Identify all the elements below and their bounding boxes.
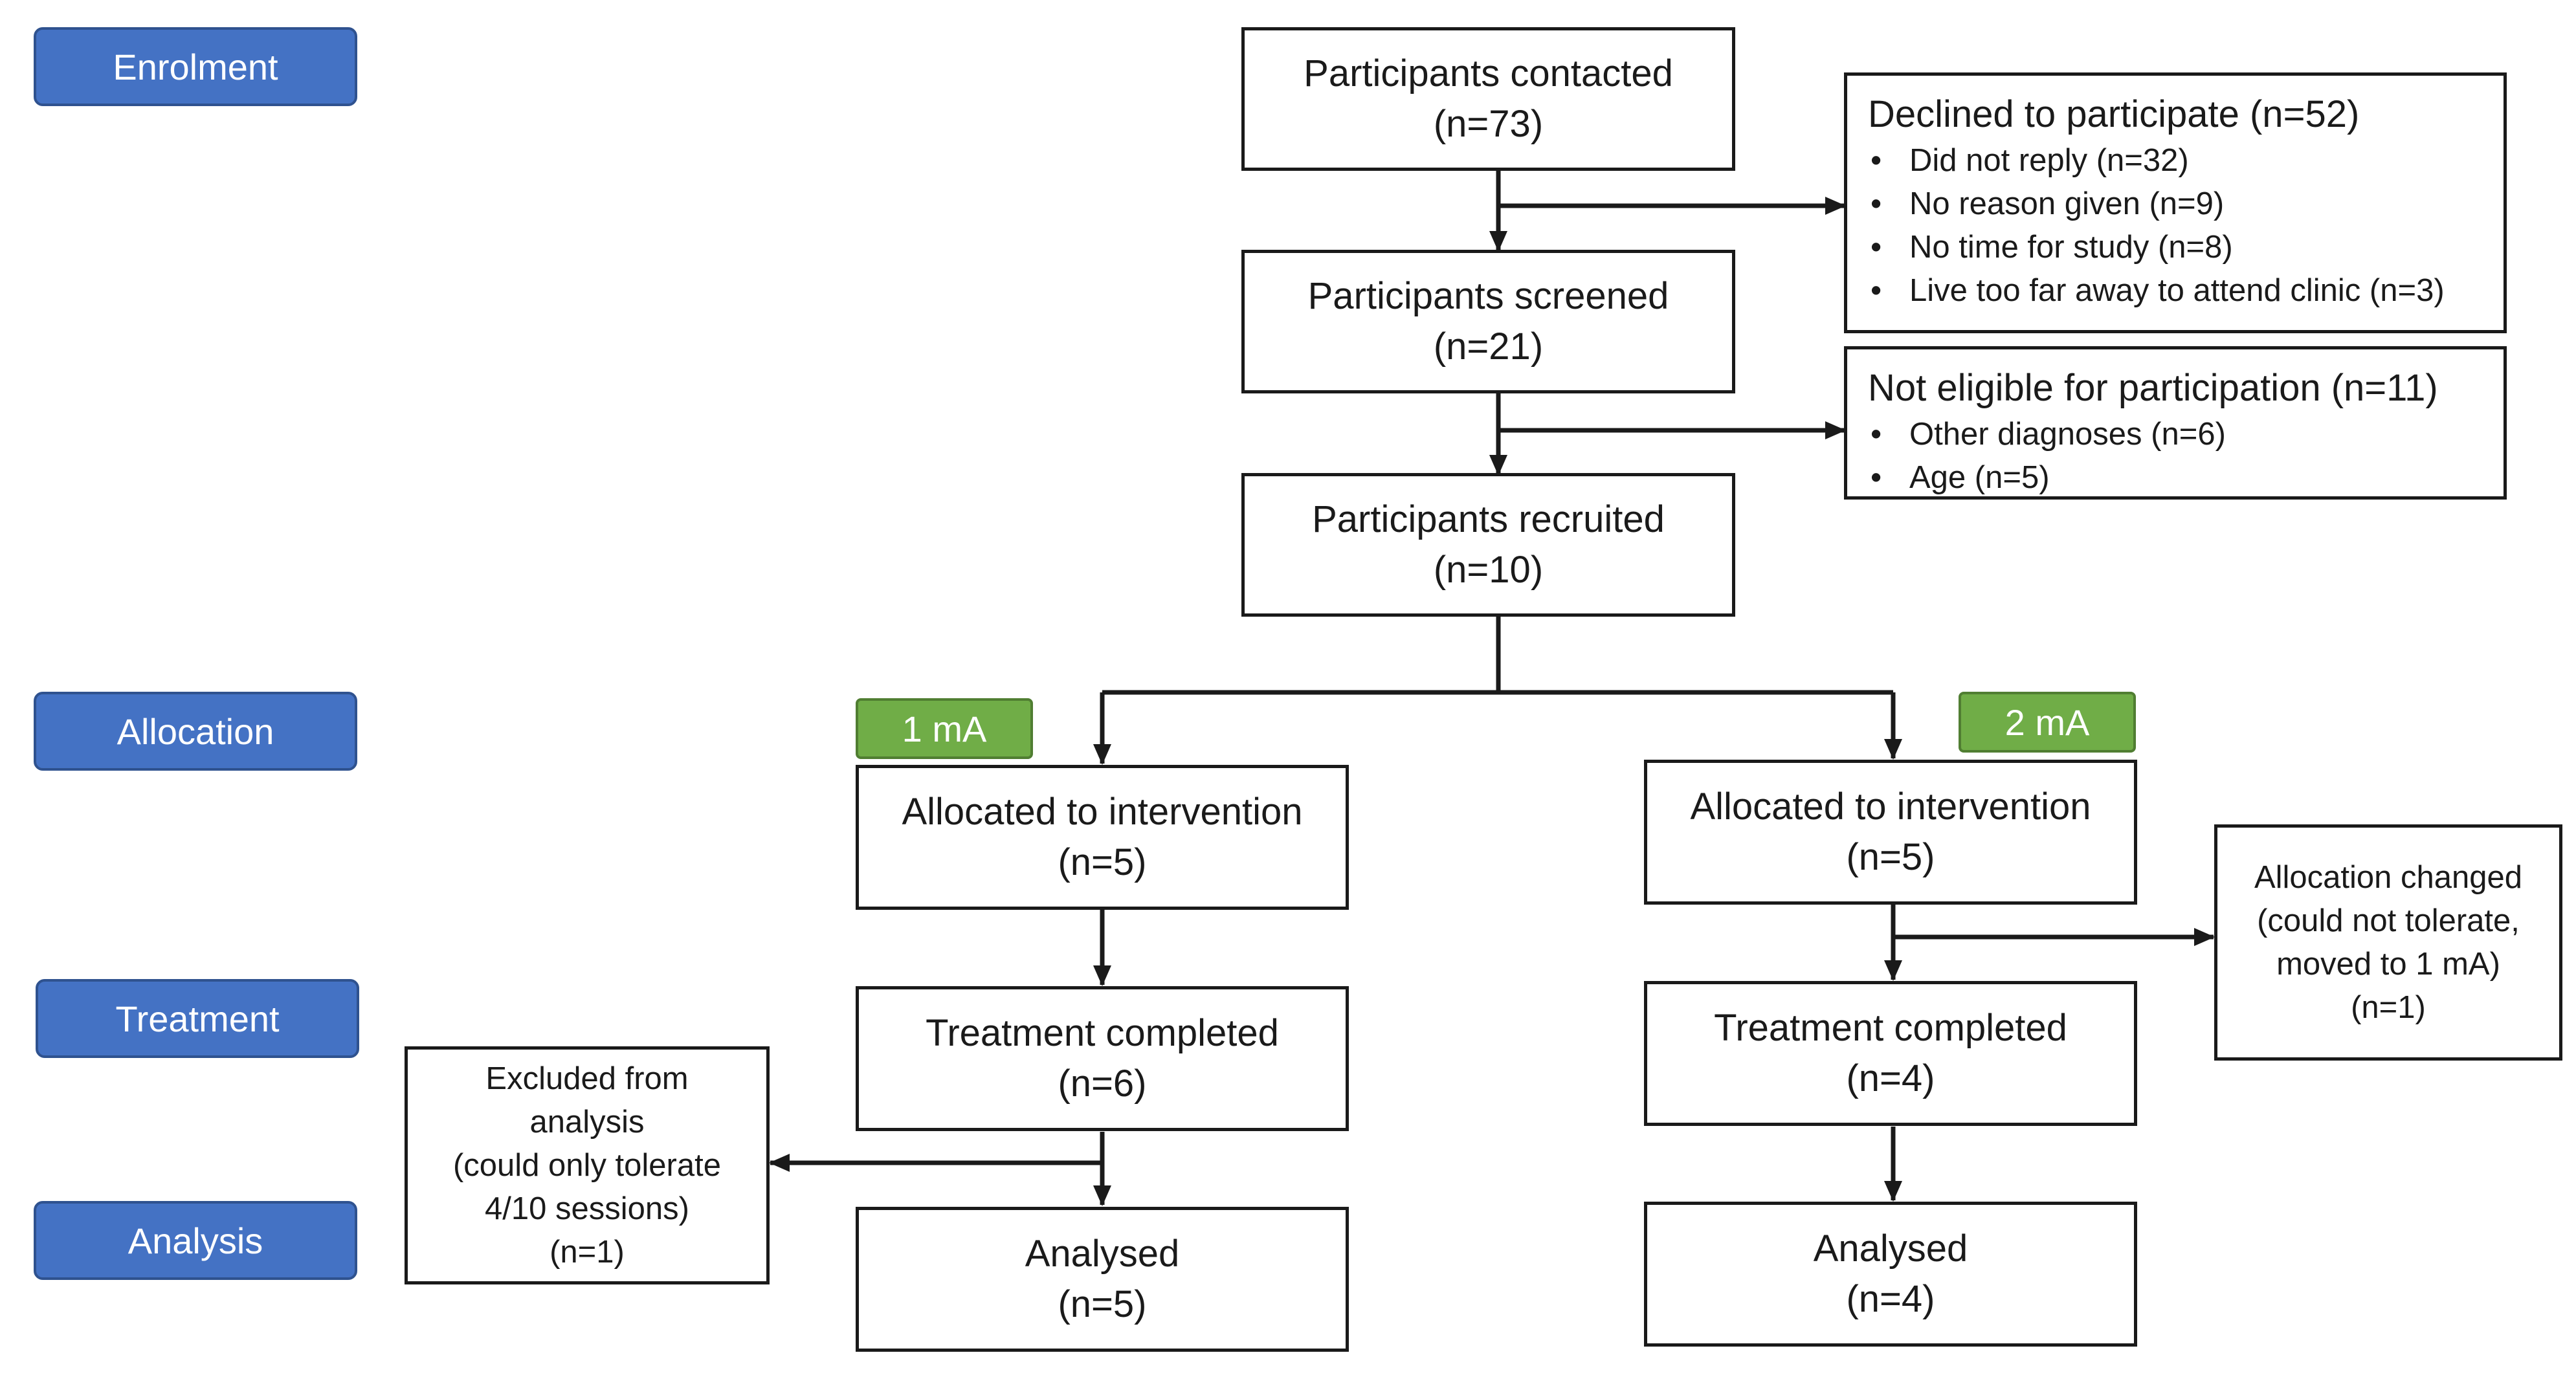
arm-2ma-treatment-box: Treatment completed (n=4) (1644, 981, 2137, 1126)
excluded-line: analysis (529, 1104, 645, 1140)
screened-count: (n=21) (1433, 325, 1544, 368)
dose-label-1ma: 1 mA (856, 698, 1033, 759)
allocation-changed-line: moved to 1 mA) (2276, 946, 2500, 982)
participants-screened-box: Participants screened (n=21) (1241, 250, 1735, 393)
not-eligible-heading: Not eligible for participation (n=11) (1868, 367, 2438, 409)
list-item: No reason given (n=9) (1868, 182, 2445, 226)
arm-2ma-allocated-title: Allocated to intervention (1690, 786, 2091, 828)
stage-label-allocation: Allocation (34, 692, 357, 771)
arm-2ma-treatment-count: (n=4) (1846, 1057, 1935, 1099)
arm-1ma-analysed-title: Analysed (1025, 1233, 1180, 1275)
allocation-changed-box: Allocation changed (could not tolerate, … (2214, 824, 2562, 1061)
arm-2ma-allocated-box: Allocated to intervention (n=5) (1644, 760, 2137, 905)
arm-1ma-treatment-title: Treatment completed (926, 1012, 1279, 1054)
allocation-changed-line: (could not tolerate, (2257, 903, 2520, 938)
declined-box: Declined to participate (n=52) Did not r… (1844, 72, 2507, 333)
arm-2ma-treatment-title: Treatment completed (1714, 1007, 2067, 1049)
arm-1ma-treatment-box: Treatment completed (n=6) (856, 986, 1349, 1131)
participants-recruited-box: Participants recruited (n=10) (1241, 473, 1735, 617)
excluded-from-analysis-box: Excluded from analysis (could only toler… (405, 1046, 770, 1284)
excluded-line: (could only tolerate (452, 1147, 721, 1183)
stage-label-enrolment: Enrolment (34, 27, 357, 106)
recruited-count: (n=10) (1433, 549, 1544, 591)
screened-title: Participants screened (1307, 275, 1669, 317)
arm-1ma-treatment-count: (n=6) (1058, 1063, 1147, 1105)
stage-label-treatment: Treatment (36, 979, 359, 1058)
recruited-title: Participants recruited (1312, 498, 1665, 540)
declined-heading: Declined to participate (n=52) (1868, 93, 2360, 135)
excluded-line: Excluded from (485, 1061, 689, 1096)
allocation-changed-line: Allocation changed (2254, 859, 2523, 895)
arm-1ma-allocated-count: (n=5) (1058, 841, 1147, 883)
participants-contacted-box: Participants contacted (n=73) (1241, 27, 1735, 171)
list-item: No time for study (n=8) (1868, 226, 2445, 269)
not-eligible-reasons: Other diagnoses (n=6) Age (n=5) (1868, 413, 2226, 500)
excluded-count: (n=1) (550, 1234, 625, 1270)
split-line (1102, 615, 1893, 695)
arm-2ma-analysed-title: Analysed (1813, 1228, 1968, 1270)
arm-1ma-analysed-box: Analysed (n=5) (856, 1207, 1349, 1352)
declined-reasons: Did not reply (n=32) No reason given (n=… (1868, 139, 2445, 313)
arm-2ma-allocated-count: (n=5) (1846, 836, 1935, 878)
arm-1ma-allocated-title: Allocated to intervention (902, 791, 1303, 833)
arm-1ma-analysed-count: (n=5) (1058, 1283, 1147, 1325)
dose-label-2ma: 2 mA (1959, 692, 2136, 753)
contacted-title: Participants contacted (1304, 52, 1673, 94)
list-item: Did not reply (n=32) (1868, 139, 2445, 182)
not-eligible-box: Not eligible for participation (n=11) Ot… (1844, 346, 2507, 500)
allocation-changed-count: (n=1) (2351, 989, 2426, 1025)
excluded-line: 4/10 sessions) (485, 1191, 689, 1226)
arm-2ma-analysed-count: (n=4) (1846, 1278, 1935, 1320)
list-item: Other diagnoses (n=6) (1868, 413, 2226, 456)
list-item: Age (n=5) (1868, 456, 2226, 500)
list-item: Live too far away to attend clinic (n=3) (1868, 269, 2445, 313)
arm-1ma-allocated-box: Allocated to intervention (n=5) (856, 765, 1349, 910)
contacted-count: (n=73) (1433, 103, 1544, 145)
stage-label-analysis: Analysis (34, 1201, 357, 1280)
arm-2ma-analysed-box: Analysed (n=4) (1644, 1202, 2137, 1347)
